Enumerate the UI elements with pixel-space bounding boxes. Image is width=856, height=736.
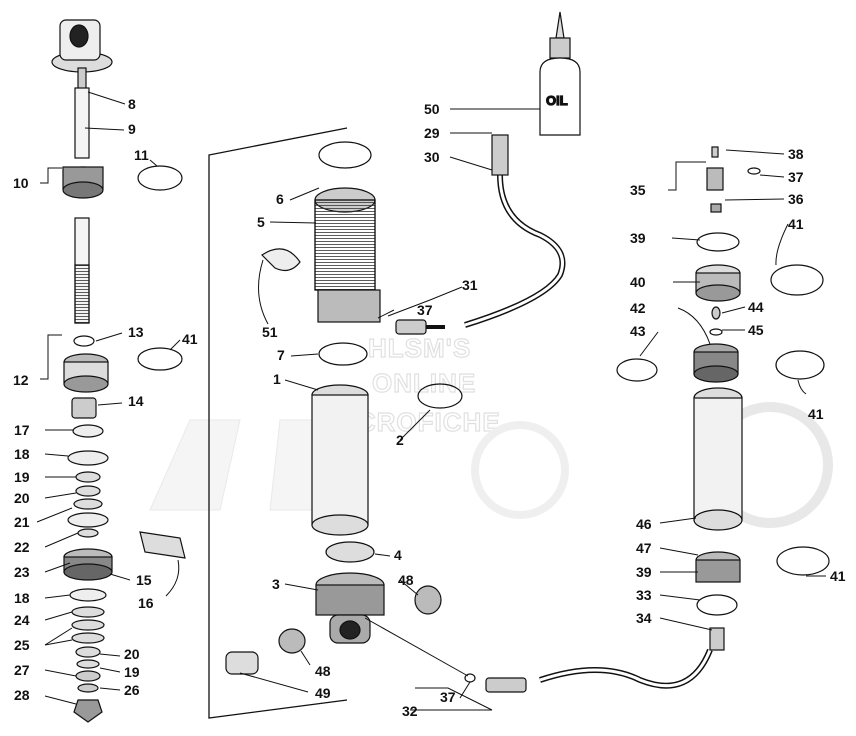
callout-labels: 8 9 11 10 13 41 12 14 17 18 19 20 21 22 …	[13, 96, 846, 719]
center-shock	[225, 141, 463, 675]
watermark: HLSM'S ONLINE MICROFICHE	[149, 332, 833, 528]
callout-9: 9	[128, 121, 136, 137]
callout-6: 6	[276, 191, 284, 207]
callout-39b: 39	[636, 564, 652, 580]
callout-17: 17	[14, 422, 30, 438]
callout-24: 24	[14, 612, 30, 628]
callout-36: 36	[788, 191, 804, 207]
callout-41c: 41	[808, 406, 824, 422]
callout-40: 40	[630, 274, 646, 290]
callout-14: 14	[128, 393, 144, 409]
callout-19b: 19	[124, 664, 140, 680]
callout-49: 49	[315, 685, 331, 701]
o-ring-11	[137, 165, 183, 191]
oil-label: OIL	[546, 93, 568, 108]
top-nut-part	[62, 166, 104, 199]
callout-27: 27	[14, 662, 30, 678]
callout-18b: 18	[14, 590, 30, 606]
piston-part	[63, 548, 113, 581]
watermark-line1: HLSM'S	[368, 333, 471, 363]
leader-lines	[36, 91, 826, 711]
callout-16: 16	[138, 595, 154, 611]
callout-34: 34	[636, 610, 652, 626]
callout-10: 10	[13, 175, 29, 191]
hoses	[464, 134, 713, 693]
callout-13: 13	[128, 324, 144, 340]
right-reservoir	[616, 146, 830, 651]
callout-30: 30	[424, 149, 440, 165]
callout-7: 7	[277, 347, 285, 363]
callout-43: 43	[630, 323, 646, 339]
callout-42: 42	[630, 300, 646, 316]
seal-head-part	[63, 353, 109, 393]
callout-48: 48	[398, 572, 414, 588]
watermark-line2: ONLINE	[372, 368, 476, 398]
callout-15: 15	[136, 572, 152, 588]
callout-33: 33	[636, 587, 652, 603]
callout-23: 23	[14, 564, 30, 580]
callout-26: 26	[124, 682, 140, 698]
callout-47: 47	[636, 540, 652, 556]
callout-18: 18	[14, 446, 30, 462]
callout-41: 41	[182, 331, 198, 347]
callout-44: 44	[748, 299, 764, 315]
oil-bottle-icon: OIL	[539, 11, 581, 136]
left-stack	[51, 19, 186, 723]
callout-1: 1	[273, 371, 281, 387]
callout-35: 35	[630, 182, 646, 198]
callout-32: 32	[402, 703, 418, 719]
callout-48b: 48	[315, 663, 331, 679]
callout-37c: 37	[788, 169, 804, 185]
callout-12: 12	[13, 372, 29, 388]
callout-21: 21	[14, 514, 30, 530]
callout-2: 2	[396, 432, 404, 448]
callout-51: 51	[262, 324, 278, 340]
callout-37b: 37	[440, 689, 456, 705]
callout-5: 5	[257, 214, 265, 230]
callout-25: 25	[14, 637, 30, 653]
callout-19: 19	[14, 469, 30, 485]
callout-50: 50	[424, 101, 440, 117]
callout-41b: 41	[788, 216, 804, 232]
callout-8: 8	[128, 96, 136, 112]
callout-45: 45	[748, 322, 764, 338]
callout-20: 20	[14, 490, 30, 506]
callout-46: 46	[636, 516, 652, 532]
callout-41d: 41	[830, 568, 846, 584]
eye-mount-part	[51, 19, 113, 91]
callout-11: 11	[134, 147, 149, 163]
callout-4: 4	[394, 547, 402, 563]
callout-29: 29	[424, 125, 440, 141]
callout-22: 22	[14, 539, 30, 555]
assembly-frame	[208, 127, 348, 719]
callout-28: 28	[14, 687, 30, 703]
shaft-part	[74, 87, 90, 159]
callout-39: 39	[630, 230, 646, 246]
callout-31: 31	[462, 277, 478, 293]
callout-37: 37	[417, 302, 433, 318]
callout-3: 3	[272, 576, 280, 592]
sticker-51	[261, 248, 301, 272]
callout-20b: 20	[124, 646, 140, 662]
callout-38: 38	[788, 146, 804, 162]
